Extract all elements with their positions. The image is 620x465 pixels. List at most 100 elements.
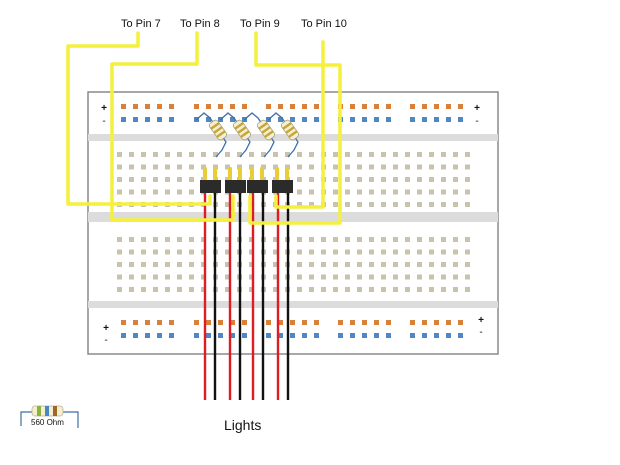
terminal-hole xyxy=(225,202,230,207)
terminal-hole xyxy=(129,249,134,255)
jumper-wire-pin8 xyxy=(110,31,235,222)
terminal-hole xyxy=(141,189,146,195)
top-rail-plus-hole xyxy=(169,104,174,109)
terminal-hole xyxy=(225,287,230,292)
bottom-rail-plus-hole xyxy=(194,320,199,325)
top-rail-minus-hole xyxy=(145,117,150,122)
terminal-hole xyxy=(201,274,206,280)
top-rail-minus-hole xyxy=(169,117,174,122)
bottom-rail-minus-hole xyxy=(374,333,379,338)
terminal-hole xyxy=(429,237,434,242)
terminal-hole xyxy=(417,202,422,207)
bottom-rail-minus-hole xyxy=(242,333,247,338)
bottom-rail-minus-hole xyxy=(133,333,138,338)
terminal-hole xyxy=(381,237,386,242)
top-rail-plus-hole xyxy=(194,104,199,109)
connector-body xyxy=(272,180,293,193)
terminal-hole xyxy=(201,237,206,242)
top-rail-plus-hole xyxy=(290,104,295,109)
bottom-rail-minus-hole xyxy=(121,333,126,338)
terminal-hole xyxy=(249,249,254,255)
terminal-hole xyxy=(417,164,422,170)
bottom-rail-plus-hole xyxy=(230,320,235,325)
terminal-hole xyxy=(429,177,434,182)
bottom-rail-minus-hole xyxy=(350,333,355,338)
top-rail-minus-hole xyxy=(302,117,307,122)
terminal-hole xyxy=(129,237,134,242)
top-rail-plus-hole xyxy=(121,104,126,109)
terminal-hole xyxy=(177,177,182,182)
terminal-hole xyxy=(441,249,446,255)
terminal-hole xyxy=(117,152,122,157)
led-connectors xyxy=(200,167,293,193)
top-rail-minus-hole xyxy=(230,117,235,122)
terminal-hole xyxy=(297,202,302,207)
terminal-hole xyxy=(165,262,170,267)
terminal-hole xyxy=(357,202,362,207)
resistor-band xyxy=(213,126,223,134)
top-rail-plus-hole xyxy=(314,104,319,109)
terminal-hole xyxy=(141,262,146,267)
bottom-rail-minus-hole xyxy=(410,333,415,338)
bottom-rail-plus-hole xyxy=(278,320,283,325)
connector-pin xyxy=(238,167,242,181)
terminal-hole xyxy=(429,202,434,207)
bottom-rail-plus-hole xyxy=(266,320,271,325)
terminal-hole xyxy=(249,274,254,280)
top-rail-plus-hole xyxy=(145,104,150,109)
terminal-hole xyxy=(429,262,434,267)
terminal-hole xyxy=(177,164,182,170)
bottom-rail-minus-hole xyxy=(290,333,295,338)
top-rail-plus-hole xyxy=(266,104,271,109)
terminal-hole xyxy=(369,262,374,267)
terminal-hole xyxy=(369,274,374,280)
terminal-hole xyxy=(345,202,350,207)
top-rail-plus-hole xyxy=(434,104,439,109)
terminal-hole xyxy=(417,249,422,255)
terminal-hole xyxy=(441,274,446,280)
connector-pin xyxy=(260,167,264,181)
resistor-band xyxy=(216,130,226,138)
terminal-hole xyxy=(117,274,122,280)
terminal-hole xyxy=(345,177,350,182)
terminal-hole xyxy=(117,177,122,182)
top-rail-plus-hole xyxy=(362,104,367,109)
connector-pin xyxy=(285,167,289,181)
terminal-hole xyxy=(309,189,314,195)
terminal-hole xyxy=(405,152,410,157)
top-rail-minus-hole xyxy=(374,117,379,122)
terminal-hole xyxy=(453,249,458,255)
terminal-hole xyxy=(165,237,170,242)
terminal-hole xyxy=(201,262,206,267)
terminal-hole xyxy=(309,237,314,242)
resistor-band xyxy=(234,122,244,130)
bottom-rail-minus-hole xyxy=(145,333,150,338)
resistor-band xyxy=(285,126,295,134)
terminal-hole xyxy=(141,164,146,170)
resistor-body-group xyxy=(256,119,276,141)
terminal-hole xyxy=(165,189,170,195)
connector-pin xyxy=(213,167,217,181)
terminal-hole xyxy=(417,189,422,195)
terminal-hole xyxy=(417,274,422,280)
top-rail-minus-hole xyxy=(290,117,295,122)
top-rail-plus-hole xyxy=(133,104,138,109)
terminal-hole xyxy=(129,274,134,280)
bottom-rail-minus-hole xyxy=(266,333,271,338)
bottom-rail-minus-hole xyxy=(458,333,463,338)
terminal-hole xyxy=(165,287,170,292)
top-rail-minus-hole xyxy=(422,117,427,122)
terminal-hole xyxy=(297,152,302,157)
terminal-hole xyxy=(189,152,194,157)
jumper-wire-pin7 xyxy=(66,31,212,206)
bottom-rail-minus-hole xyxy=(218,333,223,338)
bottom-rail-plus-hole xyxy=(434,320,439,325)
bottom-rail-minus-hole xyxy=(314,333,319,338)
bottom-rail-minus-hole xyxy=(386,333,391,338)
top-rail-minus-hole xyxy=(278,117,283,122)
terminal-hole xyxy=(381,262,386,267)
top-rail-plus-hole xyxy=(206,104,211,109)
terminal-hole xyxy=(345,274,350,280)
resistor-band xyxy=(210,122,220,130)
